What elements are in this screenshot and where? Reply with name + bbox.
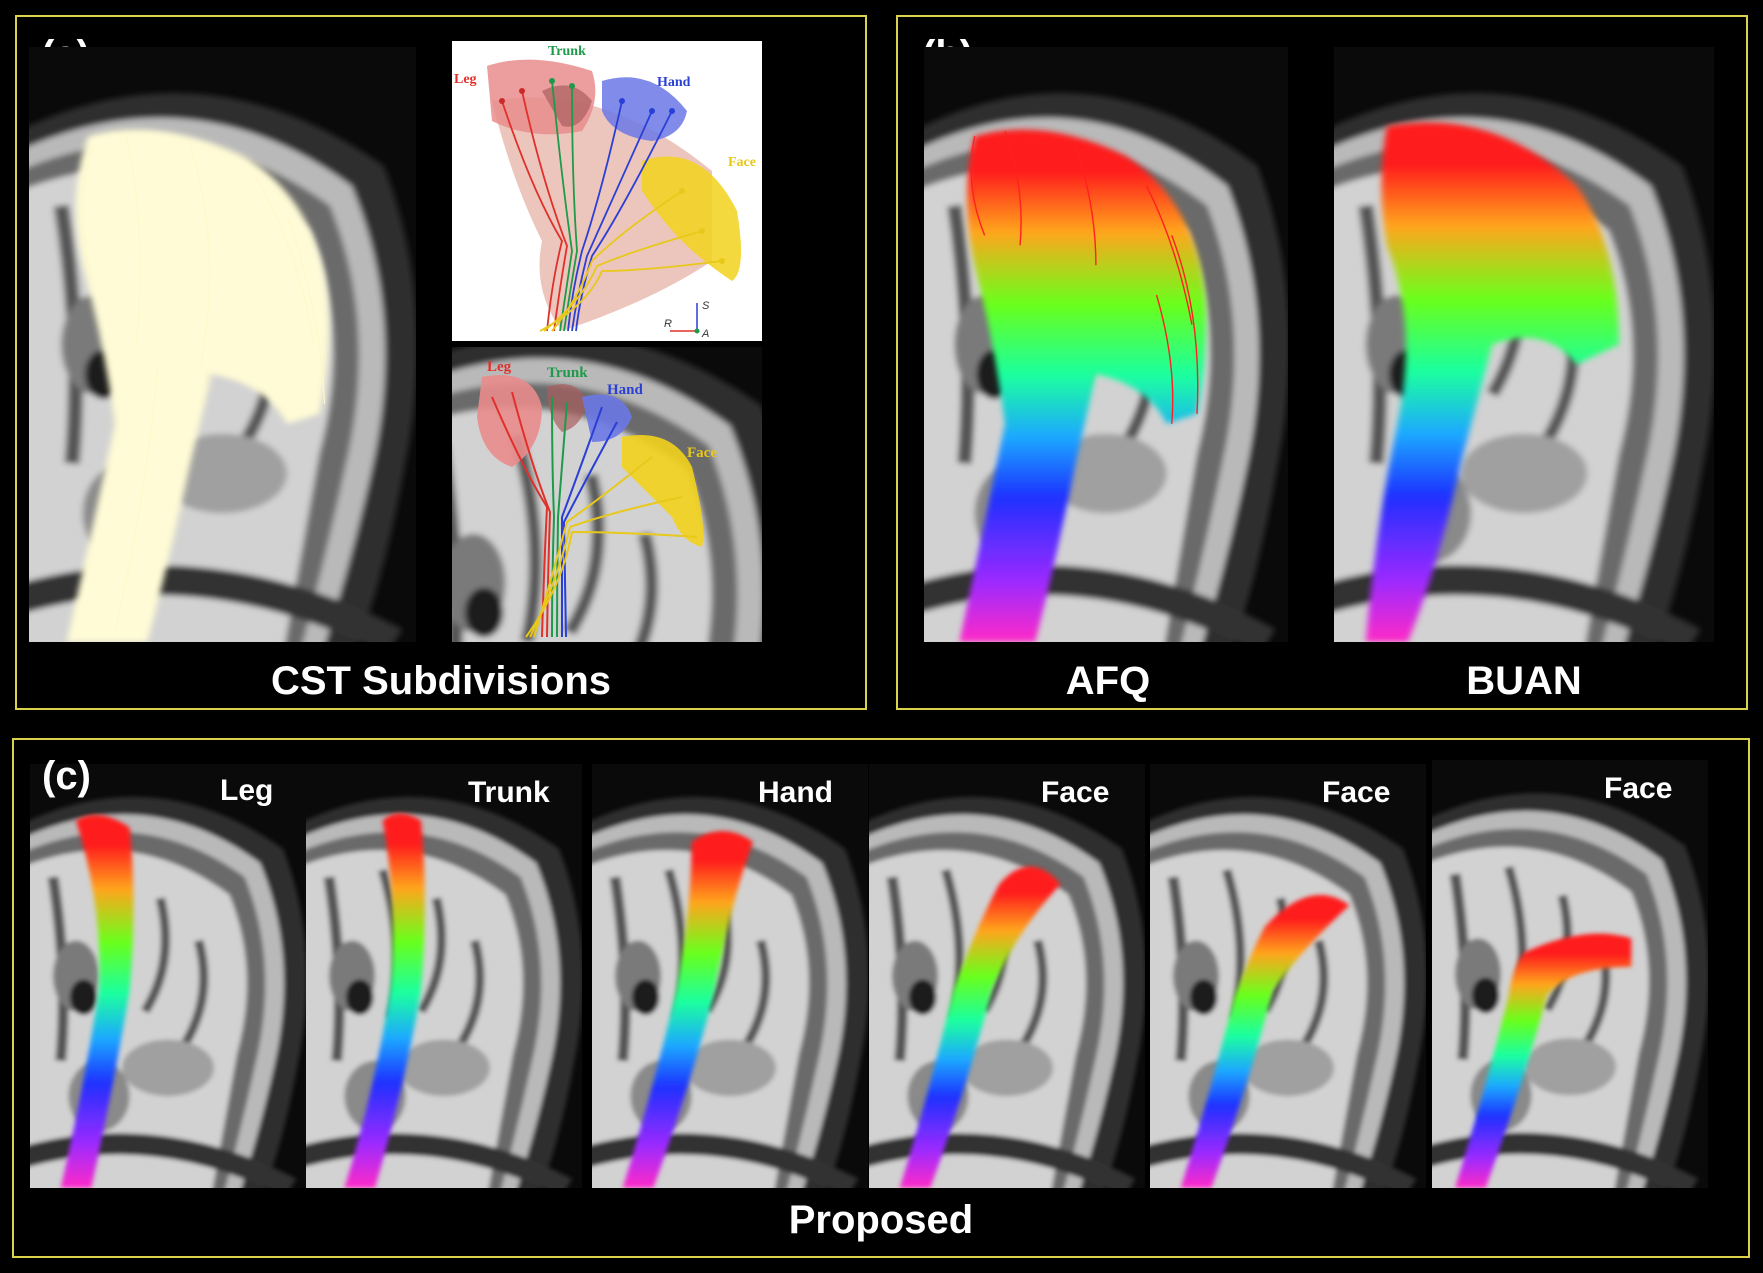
proposed-label-5: Face — [1322, 776, 1391, 809]
proposed-label-6: Face — [1604, 772, 1673, 805]
overlay-trunk-label: Trunk — [547, 365, 588, 381]
cst-full-tract-image — [29, 47, 416, 642]
proposed-face-image-1: Face — [869, 764, 1145, 1188]
proposed-trunk-image: Trunk — [306, 764, 582, 1188]
proposed-leg-image: Leg — [30, 764, 306, 1188]
diagram-trunk-label: Trunk — [548, 44, 586, 59]
proposed-label-2: Trunk — [468, 776, 550, 809]
buan-caption: BUAN — [1466, 659, 1582, 703]
panel-c: (c) Leg Trunk Hand Face — [12, 738, 1750, 1258]
axis-r-label: R — [664, 318, 672, 330]
buan-tract-image — [1334, 47, 1714, 642]
proposed-label-3: Hand — [758, 776, 833, 809]
orientation-axes-icon: S R A — [664, 300, 710, 340]
proposed-face-image-2: Face — [1150, 764, 1426, 1188]
proposed-face-image-3: Face — [1432, 760, 1708, 1188]
diagram-hand-label: Hand — [657, 75, 691, 90]
proposed-label-1: Leg — [220, 774, 274, 807]
afq-tract-image — [924, 47, 1288, 642]
panel-a: (a) — [15, 15, 867, 710]
axis-a-label: A — [701, 328, 709, 340]
diagram-face-label: Face — [728, 155, 756, 170]
overlay-face-label: Face — [687, 445, 717, 461]
axis-s-label: S — [702, 300, 710, 312]
panel-a-caption: CST Subdivisions — [270, 659, 612, 703]
overlay-leg-label: Leg — [487, 359, 512, 375]
overlay-hand-label: Hand — [607, 382, 644, 398]
cst-somatotopy-overlay-image: Leg Trunk Hand Face — [452, 347, 762, 642]
afq-caption: AFQ — [1065, 659, 1151, 703]
diagram-leg-label: Leg — [454, 72, 477, 87]
panel-c-caption: Proposed — [788, 1198, 974, 1242]
panel-c-label: (c) — [42, 754, 91, 798]
cst-somatotopy-diagram: Leg Trunk Hand Face S R A — [452, 41, 762, 341]
proposed-label-4: Face — [1041, 776, 1110, 809]
proposed-hand-image: Hand — [592, 764, 868, 1188]
panel-b: (b) AFQ BUAN — [896, 15, 1748, 710]
